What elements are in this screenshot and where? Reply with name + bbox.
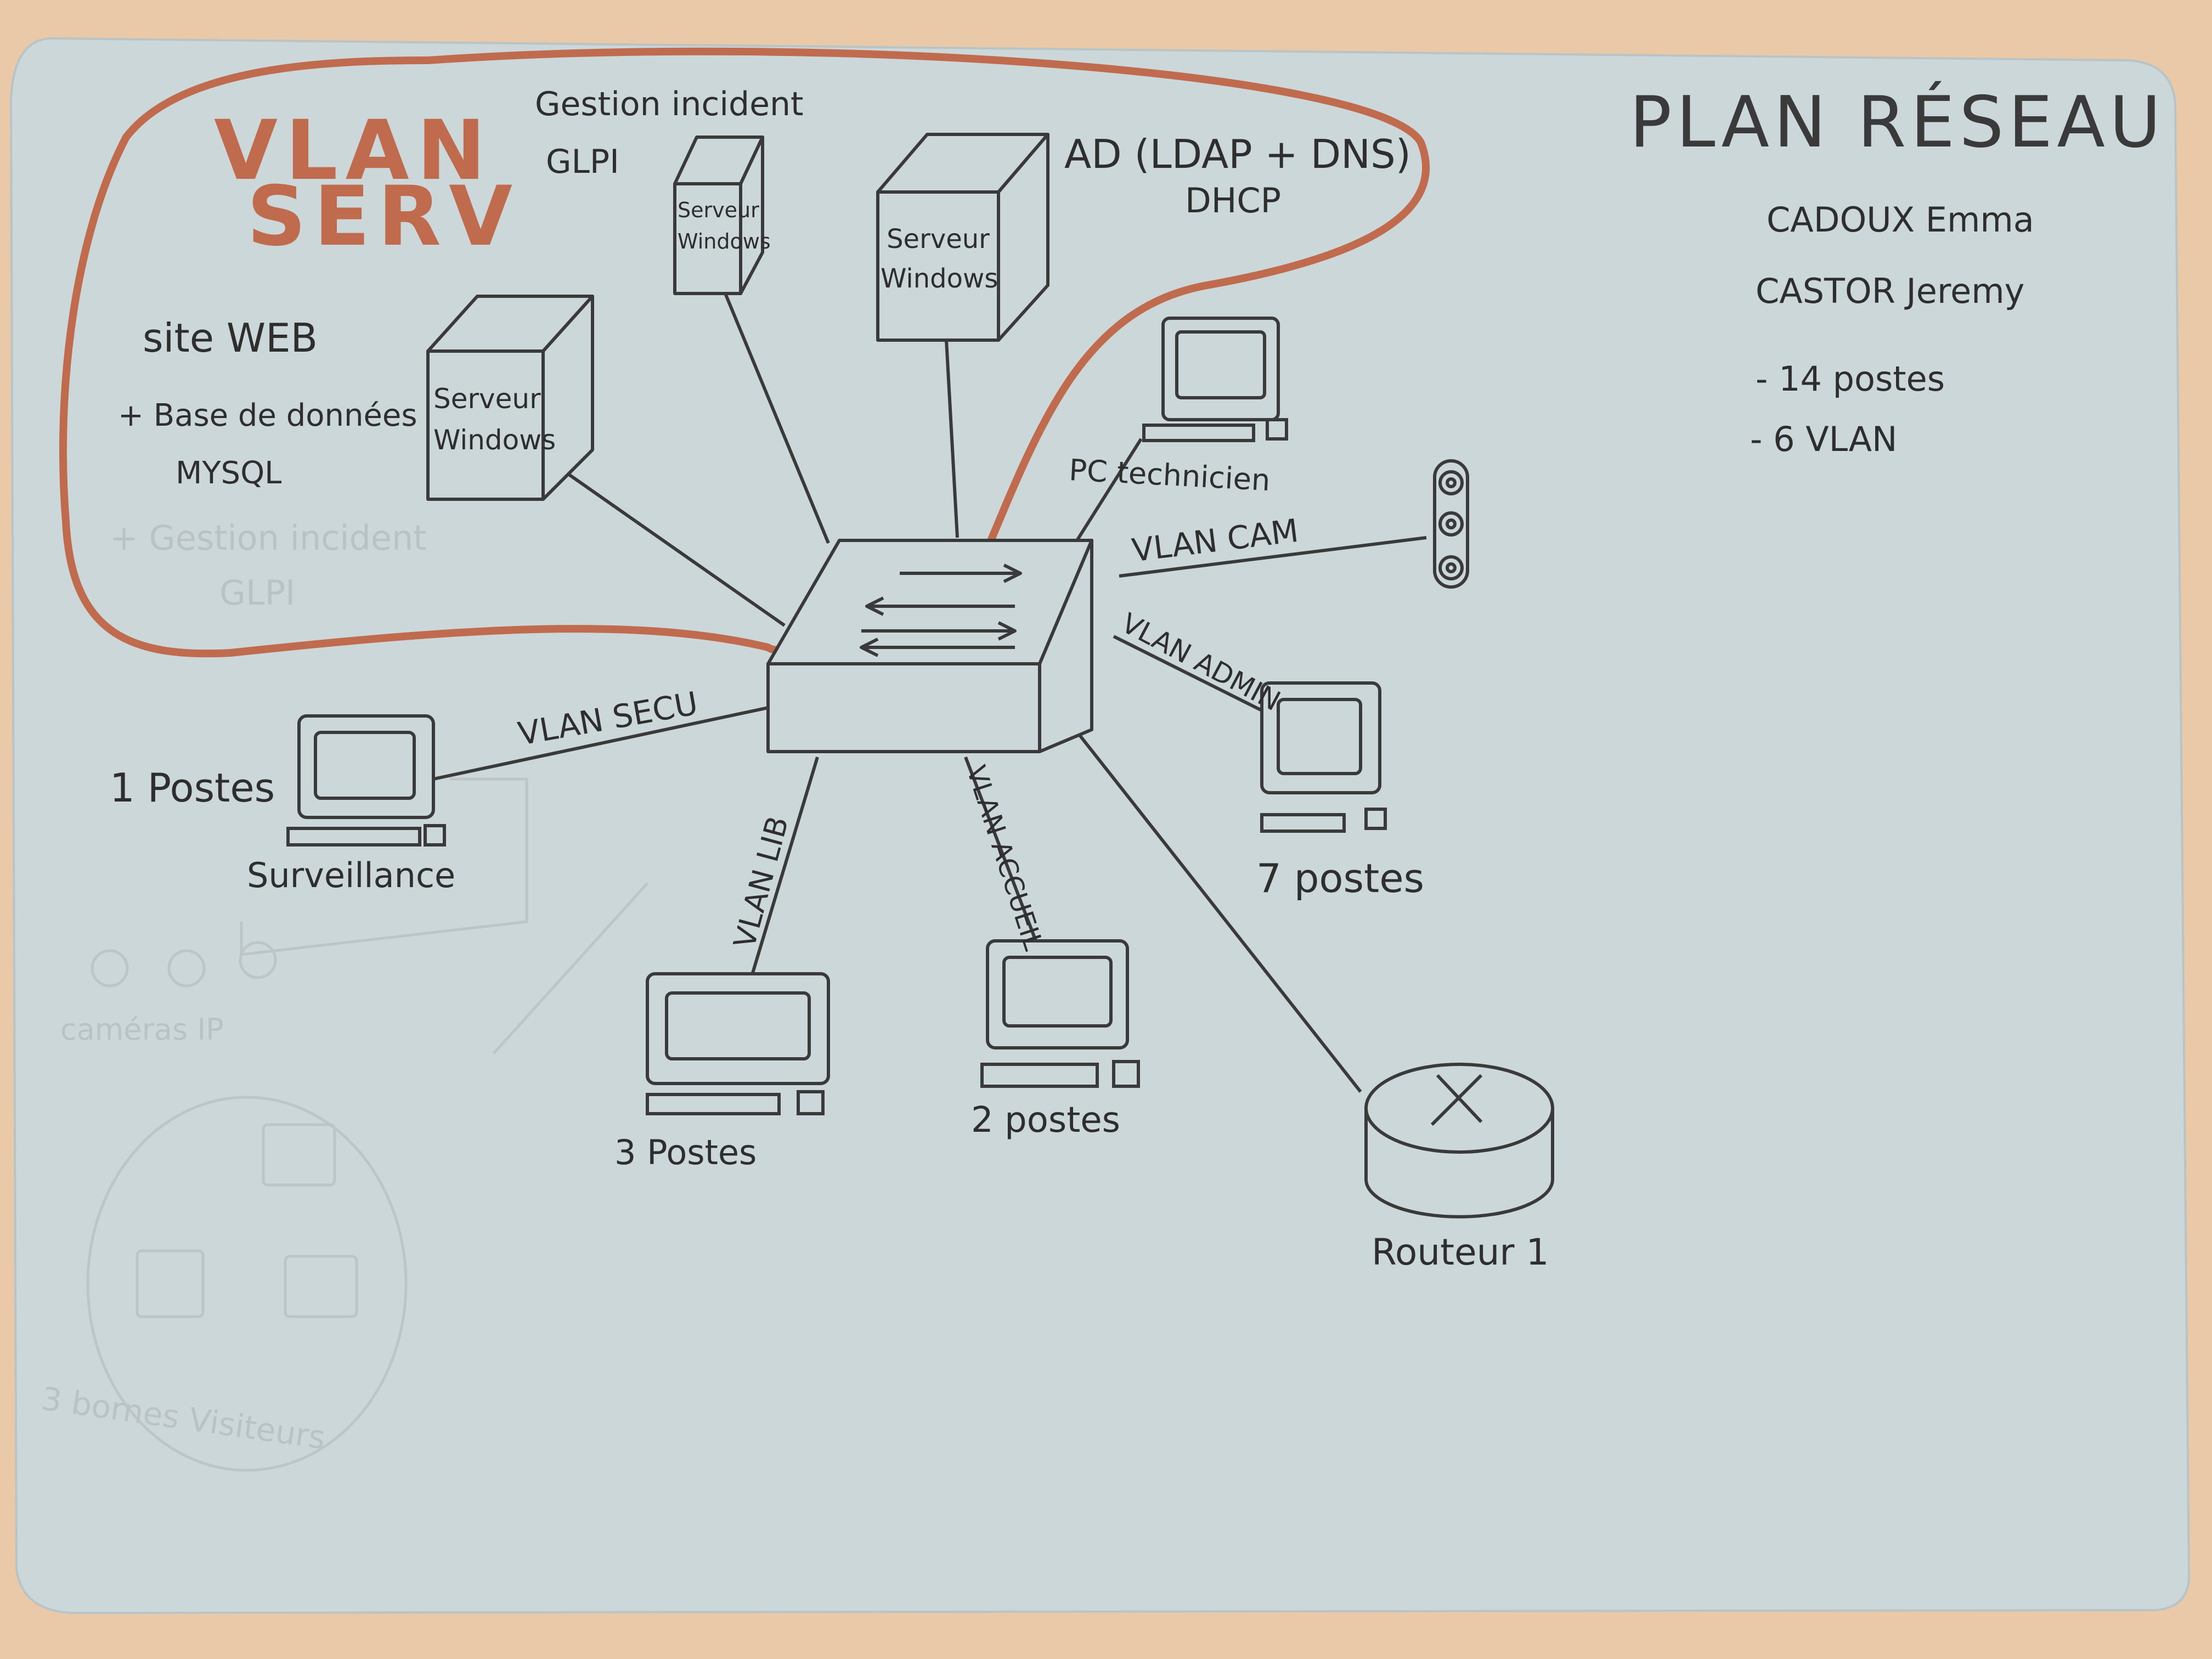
link-vlan-secu	[433, 706, 769, 781]
lib-count: 3 Postes	[614, 1132, 757, 1172]
struck-note-line2: GLPI	[219, 573, 296, 613]
server-2-icon	[673, 136, 764, 295]
link-pc-technicien	[1074, 438, 1143, 544]
link-server3	[945, 340, 959, 538]
link-vlan-admin	[1113, 635, 1268, 715]
server1-role-web: site WEB	[143, 315, 318, 361]
summary-postes: - 14 postes	[1756, 359, 1945, 399]
server-1-icon	[426, 295, 594, 501]
pc-technicien-icon	[1142, 317, 1288, 442]
link-router	[1074, 729, 1362, 1093]
faint-cameras-note: caméras IP	[60, 1012, 224, 1047]
vlan-serv-title-line2: SERV	[247, 169, 521, 264]
erased-sketches	[86, 777, 648, 1472]
link-vlan-cam	[1119, 536, 1427, 578]
router-label: Routeur 1	[1372, 1231, 1549, 1273]
vlan-serv-title-line1: VLAN	[214, 103, 494, 199]
struck-note-line1: + Gestion incident	[110, 518, 427, 558]
server1-role-mysql: MYSQL	[176, 455, 282, 491]
link-vlan-lib	[750, 757, 819, 977]
link-server2	[723, 290, 830, 544]
surveillance-label: Surveillance	[247, 855, 456, 895]
server2-role-line1: Gestion incident	[535, 85, 804, 123]
server3-label: Serveur Windows	[881, 224, 998, 294]
diagram-title: PLAN RÉSEAU	[1629, 82, 2165, 163]
server1-label: Serveur Windows	[433, 383, 556, 456]
lib-pc-icon	[646, 972, 830, 1115]
links	[433, 290, 1427, 1093]
accueil-pc-icon	[980, 939, 1140, 1088]
author-1: CADOUX Emma	[1767, 200, 2034, 240]
router-icon	[1364, 1063, 1554, 1218]
server2-label: Serveur Windows	[678, 198, 771, 253]
link-vlan-accueil	[964, 756, 1039, 945]
link-server1	[564, 470, 786, 627]
author-2: CASTOR Jeremy	[1756, 271, 2025, 311]
surveillance-count: 1 Postes	[110, 765, 275, 811]
surveillance-pc-icon	[286, 714, 446, 847]
accueil-count: 2 postes	[971, 1100, 1120, 1141]
camera-icons	[1433, 459, 1469, 589]
server3-role-line2: DHCP	[1185, 180, 1282, 221]
server1-role-db: + Base de données	[118, 398, 417, 433]
admin-pc-icon	[1260, 681, 1387, 833]
summary-vlan: - 6 VLAN	[1750, 419, 1898, 459]
central-switch	[766, 539, 1093, 753]
server-3-icon	[876, 133, 1049, 342]
server3-role-line1: AD (LDAP + DNS)	[1064, 131, 1411, 177]
admin-count: 7 postes	[1256, 855, 1424, 901]
server2-role-line2: GLPI	[546, 143, 619, 181]
